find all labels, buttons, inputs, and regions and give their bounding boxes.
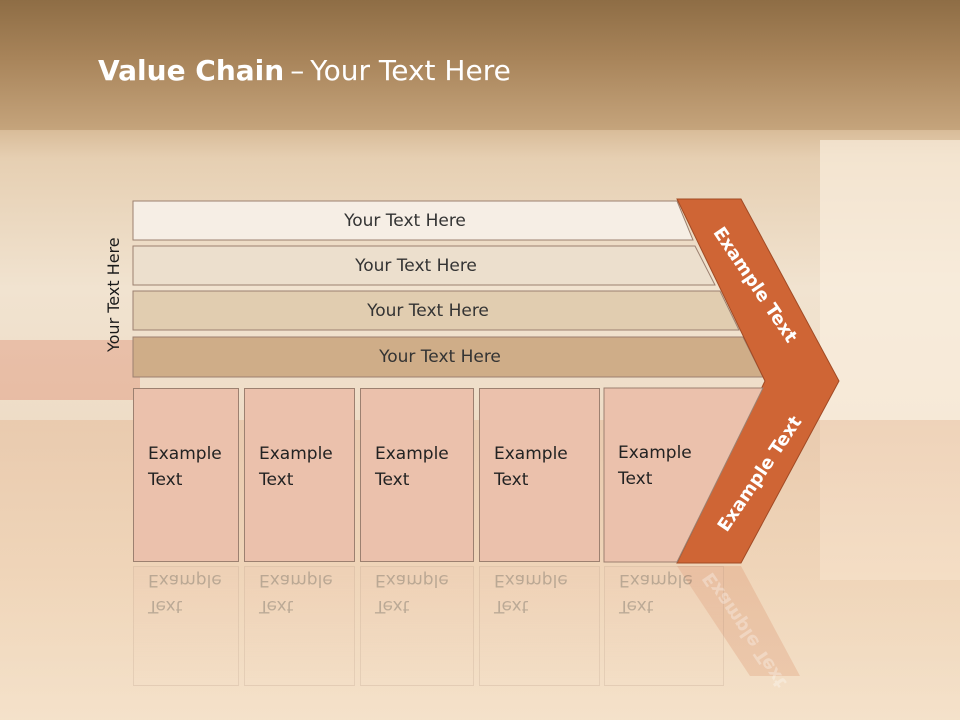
box-1-reflection-line2: Text	[148, 596, 183, 616]
box-2: Example Text	[244, 388, 355, 562]
box-4-reflection: Text Example	[479, 566, 600, 686]
bar-4: Your Text Here	[133, 337, 763, 377]
bar-3: Your Text Here	[133, 291, 739, 330]
box-2-reflection-line1: Example	[259, 570, 333, 590]
box-1-reflection-line1: Example	[148, 570, 222, 590]
slide-title: Value Chain–Your Text Here	[98, 54, 511, 87]
title-rest: Your Text Here	[310, 54, 511, 87]
box-5-line2: Text	[618, 469, 653, 489]
box-4-reflection-line1: Example	[494, 570, 568, 590]
box-1-line1: Example	[148, 444, 222, 464]
box-3: Example Text	[360, 388, 474, 562]
bar-4-label: Your Text Here	[379, 347, 501, 367]
box-3-reflection-line2: Text	[375, 596, 410, 616]
bar-shape-3	[132, 290, 740, 331]
box-1-line2: Text	[148, 470, 183, 490]
bar-shape-2	[132, 245, 716, 286]
box-5-line1: Example	[618, 443, 692, 463]
background-sofa	[0, 340, 140, 400]
chevron-arrow	[676, 198, 840, 564]
box-2-reflection: Text Example	[244, 566, 355, 686]
box-1: Example Text	[133, 388, 239, 562]
box-5: Example Text	[604, 388, 704, 562]
header-band	[0, 0, 960, 130]
bar-shape-1	[132, 200, 694, 241]
box-5-reflection-line2: Text	[619, 596, 654, 616]
chevron-reflection	[677, 566, 800, 676]
box-3-line1: Example	[375, 444, 449, 464]
box-3-reflection: Text Example	[360, 566, 474, 686]
box-5-arrow-edge	[603, 387, 764, 563]
box-3-line2: Text	[375, 470, 410, 490]
bar-3-label: Your Text Here	[367, 300, 489, 321]
title-bold: Value Chain	[98, 54, 285, 87]
box-2-line2: Text	[259, 470, 294, 490]
box-4-line2: Text	[494, 470, 529, 490]
box-2-reflection-line2: Text	[259, 596, 294, 616]
bar-2: Your Text Here	[133, 246, 715, 285]
bar-1-label: Your Text Here	[344, 210, 466, 231]
bar-1: Your Text Here	[133, 201, 693, 240]
box-4: Example Text	[479, 388, 600, 562]
bar-2-label: Your Text Here	[355, 255, 477, 276]
title-separator: –	[290, 54, 305, 87]
box-1-reflection: Text Example	[133, 566, 239, 686]
box-2-line1: Example	[259, 444, 333, 464]
box-3-reflection-line1: Example	[375, 570, 449, 590]
box-4-line1: Example	[494, 444, 568, 464]
box-4-reflection-line2: Text	[494, 596, 529, 616]
